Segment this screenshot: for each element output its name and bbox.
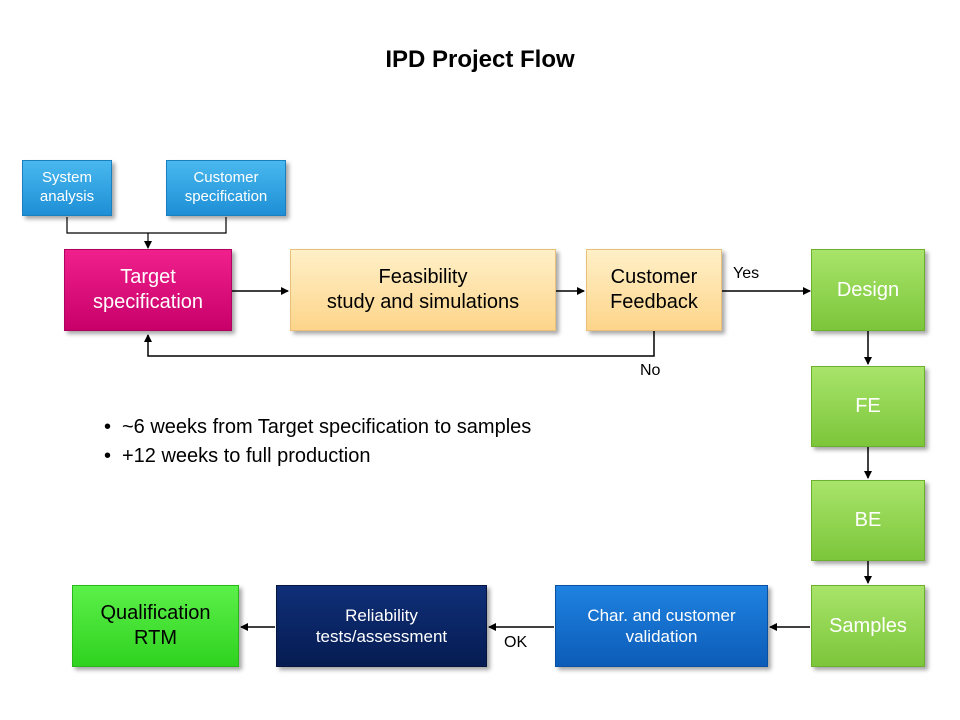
edge-label-ok: OK — [504, 634, 528, 651]
connector-customer-specification — [148, 217, 227, 234]
node-target-specification: Target specification — [64, 249, 232, 331]
node-customer-feedback: Customer Feedback — [586, 249, 722, 331]
node-fe: FE — [811, 366, 925, 447]
bullet-item: •+12 weeks to full production — [104, 445, 371, 467]
node-design: Design — [811, 249, 925, 331]
arrow-feedback-loop-no — [144, 331, 655, 357]
edge-label-yes: Yes — [733, 265, 760, 282]
node-feasibility-study: Feasibility study and simulations — [290, 249, 556, 331]
node-be: BE — [811, 480, 925, 561]
node-customer-specification: Customer specification — [166, 160, 286, 216]
node-char-customer-validation: Char. and customer validation — [555, 585, 768, 667]
node-reliability-tests: Reliability tests/assessment — [276, 585, 487, 667]
diagram-title: IPD Project Flow — [385, 46, 575, 73]
connector-system-analysis — [66, 217, 148, 234]
bullet-item: •~6 weeks from Target specification to s… — [104, 416, 532, 438]
node-system-analysis: System analysis — [22, 160, 112, 216]
node-samples: Samples — [811, 585, 925, 667]
node-qualification-rtm: Qualification RTM — [72, 585, 239, 667]
notes-bullet-list: •~6 weeks from Target specification to s… — [104, 416, 531, 474]
edge-label-no: No — [640, 362, 661, 379]
